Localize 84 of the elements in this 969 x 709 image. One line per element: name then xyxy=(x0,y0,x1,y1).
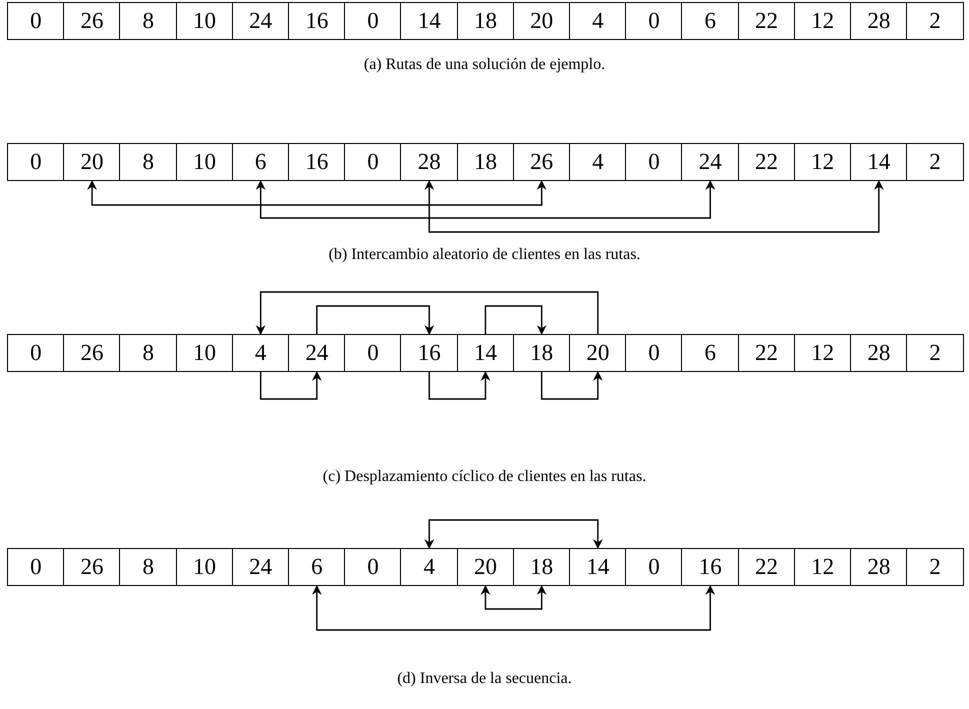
array-cell: 0 xyxy=(7,2,65,40)
array-cell: 0 xyxy=(625,2,683,40)
array-cell: 4 xyxy=(400,548,458,586)
array-cell: 14 xyxy=(400,2,458,40)
array-cell: 10 xyxy=(176,143,234,181)
array-cell: 4 xyxy=(232,334,290,372)
array-cell: 8 xyxy=(119,2,178,40)
array-cell: 2 xyxy=(906,2,964,40)
arrow xyxy=(424,180,884,233)
array-cell: 6 xyxy=(681,334,740,372)
array-cell: 12 xyxy=(794,334,852,372)
array-cell: 0 xyxy=(625,143,683,181)
arrow xyxy=(312,585,716,631)
array-cell: 2 xyxy=(906,143,964,181)
array-cell: 26 xyxy=(63,334,121,372)
array-cell: 10 xyxy=(176,2,234,40)
array-cell: 26 xyxy=(512,143,570,181)
array-cell: 28 xyxy=(850,548,908,586)
array-cell: 0 xyxy=(7,548,65,586)
array-cell: 8 xyxy=(119,143,178,181)
array-cell: 2 xyxy=(906,548,964,586)
array-cell: 24 xyxy=(681,143,740,181)
array-cell: 20 xyxy=(456,548,514,586)
arrow xyxy=(484,305,547,335)
array-cell: 0 xyxy=(344,2,402,40)
array-cell: 12 xyxy=(794,143,852,181)
array-cell: 18 xyxy=(456,2,514,40)
arrow xyxy=(540,371,603,400)
array-cell: 16 xyxy=(681,548,740,586)
array-cell: 4 xyxy=(569,2,627,40)
arrow xyxy=(87,180,547,206)
array-cell: 24 xyxy=(232,548,290,586)
array-cell: 8 xyxy=(119,334,178,372)
array-cell: 16 xyxy=(400,334,458,372)
array-cell: 28 xyxy=(400,143,458,181)
array-cell: 24 xyxy=(232,2,290,40)
array-cell: 0 xyxy=(7,143,65,181)
array-cell: 0 xyxy=(344,143,402,181)
array-cell: 12 xyxy=(794,2,852,40)
array-cell: 14 xyxy=(569,548,627,586)
arrow xyxy=(256,291,599,335)
array-cell: 0 xyxy=(7,334,65,372)
array-cell: 22 xyxy=(738,334,796,372)
array-cell: 14 xyxy=(456,334,514,372)
array-cell: 12 xyxy=(794,548,852,586)
array-cell: 20 xyxy=(512,2,570,40)
array-cell: 0 xyxy=(344,334,402,372)
array-cell: 28 xyxy=(850,2,908,40)
array-cell: 20 xyxy=(63,143,121,181)
array-cell: 6 xyxy=(681,2,740,40)
array-cell: 20 xyxy=(569,334,627,372)
array-cell: 6 xyxy=(288,548,346,586)
caption: (b) Intercambio aleatorio de clientes en las rutas. xyxy=(328,246,640,264)
array-cell: 22 xyxy=(738,2,796,40)
arrow xyxy=(260,371,322,400)
caption: (c) Desplazamiento cíclico de clientes en las rutas. xyxy=(322,468,646,486)
array-cell: 26 xyxy=(63,2,121,40)
array-cell: 16 xyxy=(288,2,346,40)
array-cell: 14 xyxy=(850,143,908,181)
array-cell: 18 xyxy=(456,143,514,181)
array-cell: 22 xyxy=(738,143,796,181)
array-cell: 2 xyxy=(906,334,964,372)
arrow xyxy=(424,519,603,549)
array-cell: 0 xyxy=(625,334,683,372)
array-cell: 6 xyxy=(232,143,290,181)
caption: (a) Rutas de una solución de ejemplo. xyxy=(364,56,606,74)
array-cell: 10 xyxy=(176,334,234,372)
array-cell: 24 xyxy=(288,334,346,372)
array-cell: 4 xyxy=(569,143,627,181)
array-cell: 8 xyxy=(119,548,178,586)
array-cell: 16 xyxy=(288,143,346,181)
array-cell: 22 xyxy=(738,548,796,586)
array-cell: 28 xyxy=(850,334,908,372)
arrow xyxy=(316,305,434,335)
array-cell: 18 xyxy=(512,334,570,372)
array-cell: 0 xyxy=(625,548,683,586)
array-cell: 26 xyxy=(63,548,121,586)
arrow xyxy=(256,180,716,219)
arrow xyxy=(480,585,547,610)
array-cell: 18 xyxy=(512,548,570,586)
caption: (d) Inversa de la secuencia. xyxy=(397,670,572,688)
array-cell: 10 xyxy=(176,548,234,586)
array-cell: 0 xyxy=(344,548,402,586)
arrow xyxy=(428,371,490,400)
